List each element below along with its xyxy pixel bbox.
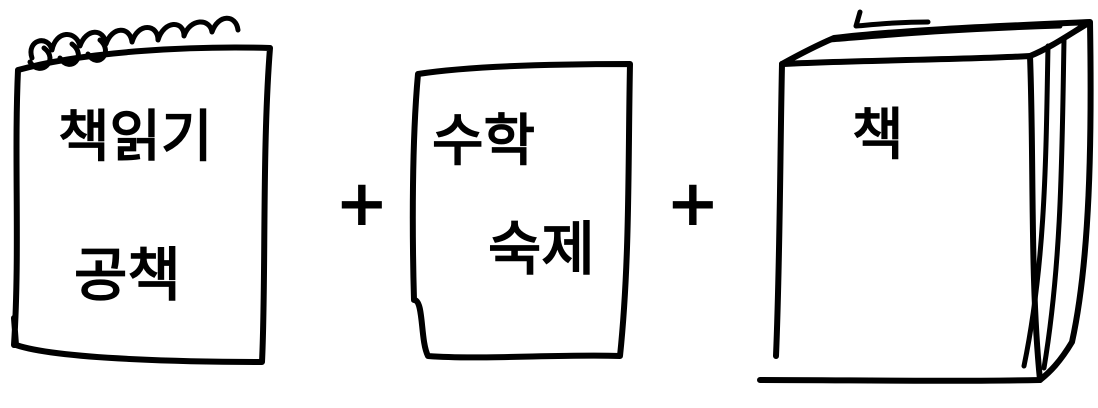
plus-operator-1: +: [335, 167, 389, 241]
homework-label-line-2: 숙제: [488, 215, 595, 283]
homework-label-line-1: 수학: [432, 109, 536, 174]
plus-operator-2: +: [666, 167, 720, 241]
spiral-notebook-icon: [11, 15, 273, 365]
thick-book-icon: [757, 9, 1094, 384]
notebook-label-line-2: 공책: [74, 241, 181, 309]
homework-sheet-icon: [409, 61, 633, 361]
notebook-label-line-1: 책읽기: [58, 105, 213, 170]
book-label: 책: [852, 103, 904, 168]
